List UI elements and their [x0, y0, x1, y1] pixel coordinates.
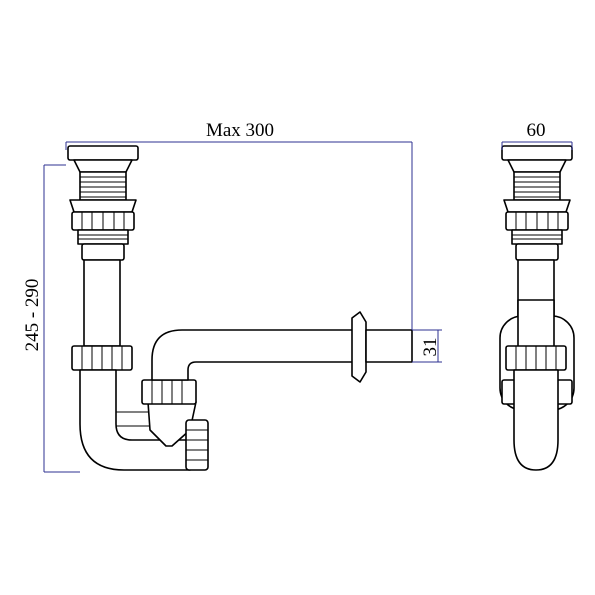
- front-connector-thread: [77, 229, 129, 261]
- front-top-nut: [69, 199, 137, 231]
- side-view: [499, 145, 575, 471]
- side-u-bend: [513, 369, 559, 471]
- front-waste-cap: [67, 145, 139, 173]
- side-middle-nut: [505, 345, 567, 371]
- dimension-outlet-diameter: 31: [412, 329, 442, 363]
- outlet-diameter-label: 31: [420, 338, 441, 357]
- front-bottle-nut: [141, 379, 197, 405]
- front-tail-pipe: [83, 259, 121, 347]
- front-view: [67, 145, 413, 471]
- front-middle-nut: [71, 345, 133, 371]
- dimension-max-width: Max 300: [65, 120, 413, 330]
- front-wall-flange: [351, 311, 367, 383]
- side-top-nut: [503, 199, 571, 231]
- front-outlet-stub: [365, 329, 413, 363]
- front-waste-thread: [79, 171, 127, 201]
- side-waste-thread: [513, 171, 561, 201]
- max-width-label: Max 300: [206, 120, 274, 141]
- side-waste-cap: [501, 145, 573, 173]
- dimension-height-range: 245 - 290: [22, 164, 80, 473]
- side-width-label: 60: [527, 120, 546, 141]
- front-side-spigot: [185, 419, 209, 471]
- dimension-side-width: 60: [501, 120, 573, 150]
- front-outlet-pipe: [151, 329, 359, 381]
- side-connector-thread: [511, 229, 563, 261]
- height-range-label: 245 - 290: [22, 279, 43, 352]
